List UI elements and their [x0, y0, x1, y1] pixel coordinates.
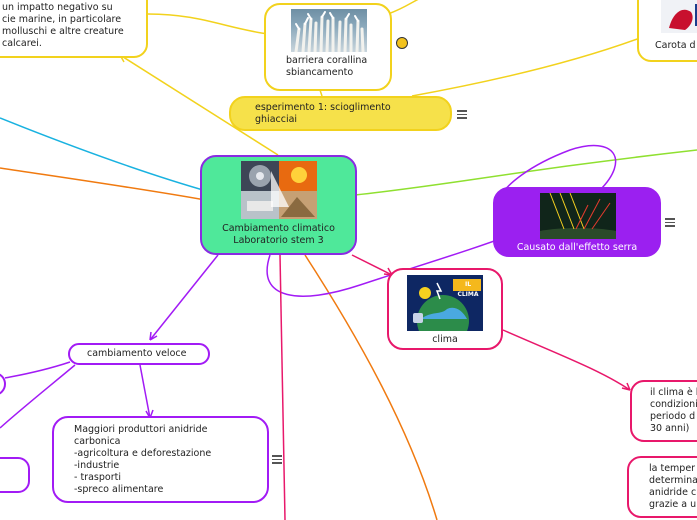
node-impatto[interactable]: un impatto negativo su cie marine, in pa… — [0, 0, 148, 58]
node-esperimento-text: esperimento 1: scioglimento ghiacciai — [255, 102, 391, 125]
node-left-stub-b[interactable] — [0, 457, 30, 493]
link-barriera-up — [387, 0, 419, 15]
node-clima-def[interactable]: il clima è l condizioni periodo d 30 ann… — [630, 380, 697, 442]
arrowhead-cambiamento — [149, 331, 158, 341]
clima-image-label: IL CLIMA — [457, 281, 479, 298]
node-clima-def-text: il clima è l condizioni periodo d 30 ann… — [650, 387, 697, 434]
node-central-text: Cambiamento climatico Laboratorio stem 3 — [222, 223, 335, 246]
link-lime — [354, 149, 697, 196]
ice-core-image — [661, 0, 697, 33]
link-impatto — [119, 54, 279, 156]
link-orange-left — [0, 167, 206, 201]
node-produttori[interactable]: Maggiori produttori anidride carbonica -… — [52, 416, 269, 503]
link-cyan — [0, 117, 211, 193]
produttori-menu-icon[interactable] — [272, 455, 282, 464]
serra-menu-icon[interactable] — [665, 218, 675, 227]
node-cambiamento-text: cambiamento veloce — [87, 348, 187, 359]
node-cambiamento[interactable]: cambiamento veloce — [68, 343, 210, 365]
clima-image: IL CLIMA — [407, 275, 483, 331]
smiley-icon[interactable] — [396, 37, 408, 49]
node-impatto-text: un impatto negativo su cie marine, in pa… — [2, 2, 124, 49]
climate-collage-image — [241, 161, 317, 219]
node-barriera-text: barriera corallina sbiancamento — [286, 55, 368, 78]
coral-image — [291, 9, 367, 52]
arrowhead-clima-def — [621, 382, 631, 391]
node-serra[interactable]: Causato dall'effetto serra — [493, 187, 661, 257]
node-esperimento[interactable]: esperimento 1: scioglimento ghiacciai — [229, 96, 452, 131]
link-produttori — [139, 364, 151, 419]
link-pink-down — [279, 254, 286, 520]
link-left-b — [0, 364, 76, 429]
link-cambiamento — [149, 254, 219, 341]
link-esp-carota — [411, 37, 641, 97]
node-carota-text: Carota d — [655, 40, 696, 51]
node-temperatura-text: la temper determina anidride c grazie a … — [649, 463, 697, 510]
node-clima[interactable]: IL CLIMA clima — [387, 268, 503, 350]
node-clima-text: clima — [432, 334, 458, 345]
node-temperatura[interactable]: la temper determina anidride c grazie a … — [627, 456, 697, 518]
link-impatto-barriera — [147, 13, 269, 35]
link-clima — [351, 254, 393, 276]
link-clima-def — [502, 329, 631, 391]
link-orange-down — [304, 254, 438, 520]
node-barriera[interactable]: barriera corallina sbiancamento — [264, 3, 408, 91]
link-esp-barriera — [319, 89, 323, 97]
esperimento-menu-icon[interactable] — [457, 110, 467, 119]
node-carota[interactable]: Carota d — [637, 0, 697, 62]
node-central[interactable]: Cambiamento climatico Laboratorio stem 3 — [200, 155, 357, 255]
node-produttori-text: Maggiori produttori anidride carbonica -… — [74, 424, 212, 495]
node-serra-text: Causato dall'effetto serra — [516, 242, 638, 253]
greenhouse-effect-image — [540, 193, 616, 239]
link-left-a — [4, 361, 71, 379]
